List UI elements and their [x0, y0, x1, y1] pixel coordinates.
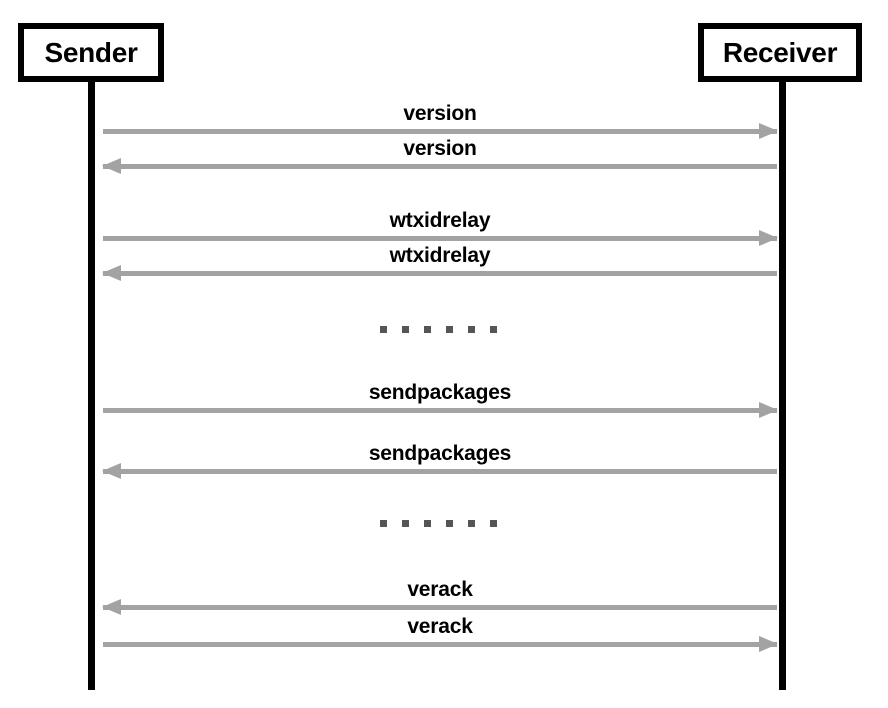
- dot-icon: [402, 326, 409, 333]
- dot-icon: [490, 326, 497, 333]
- dot-icon: [446, 520, 453, 527]
- message-line: [103, 164, 777, 169]
- arrowhead-right-icon: [759, 402, 778, 418]
- participant-receiver-label: Receiver: [722, 36, 838, 68]
- message-line: [103, 129, 777, 134]
- participant-sender-label: Sender: [44, 36, 138, 68]
- message-line: [103, 271, 777, 276]
- dot-icon: [490, 520, 497, 527]
- dot-icon: [424, 326, 431, 333]
- message-label: sendpackages: [368, 381, 512, 404]
- continuation-dots: [380, 326, 497, 333]
- message-label: wtxidrelay: [389, 244, 491, 267]
- message-label: sendpackages: [368, 442, 512, 465]
- arrowhead-left-icon: [102, 158, 121, 174]
- message-label: version: [403, 137, 477, 160]
- arrowhead-right-icon: [759, 636, 778, 652]
- continuation-dots: [380, 520, 497, 527]
- message-label: verack: [407, 578, 473, 601]
- arrowhead-right-icon: [759, 230, 778, 246]
- dot-icon: [402, 520, 409, 527]
- dot-icon: [380, 520, 387, 527]
- message-label: wtxidrelay: [389, 209, 491, 232]
- arrowhead-left-icon: [102, 265, 121, 281]
- lifeline-receiver: [779, 76, 786, 690]
- dot-icon: [446, 326, 453, 333]
- participant-receiver[interactable]: Receiver: [698, 23, 862, 82]
- lifeline-sender: [88, 76, 95, 690]
- participant-sender[interactable]: Sender: [18, 23, 164, 82]
- message-label: verack: [407, 615, 473, 638]
- arrowhead-right-icon: [759, 123, 778, 139]
- message-line: [103, 236, 777, 241]
- arrowhead-left-icon: [102, 599, 121, 615]
- dot-icon: [468, 520, 475, 527]
- message-line: [103, 642, 777, 647]
- message-line: [103, 469, 777, 474]
- arrowhead-left-icon: [102, 463, 121, 479]
- dot-icon: [380, 326, 387, 333]
- message-label: version: [403, 102, 477, 125]
- dot-icon: [468, 326, 475, 333]
- message-line: [103, 408, 777, 413]
- message-line: [103, 605, 777, 610]
- dot-icon: [424, 520, 431, 527]
